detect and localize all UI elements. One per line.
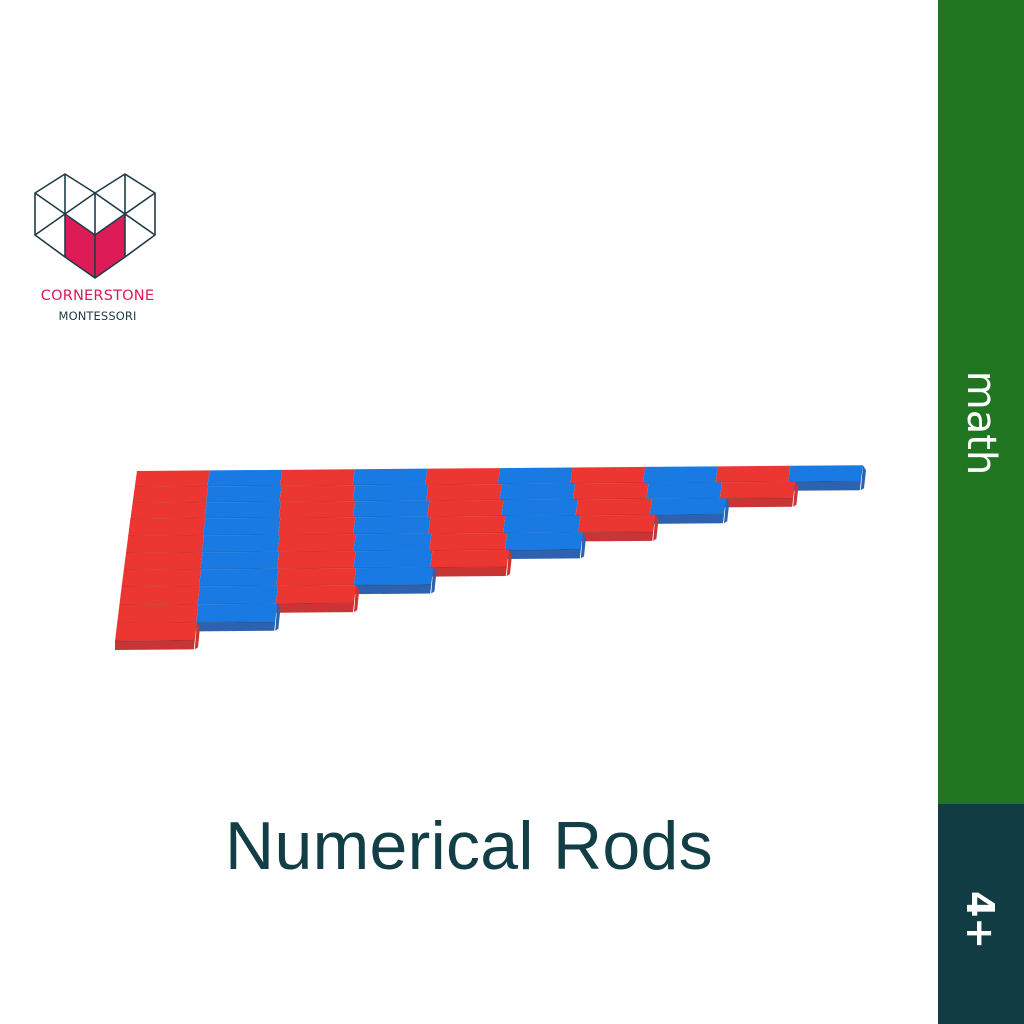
rod-end-cap (354, 585, 360, 613)
age-label: 4+ (958, 890, 1002, 950)
rod-front-face (719, 497, 794, 508)
rod-segment (353, 516, 431, 535)
rod-segment (276, 568, 356, 586)
rod-segment (277, 534, 356, 552)
rod-front-face (788, 481, 861, 491)
rod-segment (199, 568, 279, 587)
rod-front-face (275, 603, 354, 613)
brand-name: CORNERSTONE (40, 288, 155, 304)
rod-end-cap (194, 622, 200, 650)
rod-segment (430, 549, 509, 568)
rod-segment (128, 518, 206, 537)
hexagon-heart-book-icon (34, 173, 156, 279)
rod-segment (426, 484, 502, 501)
rod-segment (115, 622, 197, 642)
rod-segment (649, 498, 727, 515)
rod-segment (280, 469, 355, 486)
numerical-rods-illustration (114, 465, 866, 651)
rod-segment (715, 465, 791, 483)
rod-segment (788, 465, 863, 482)
rod-segment (203, 517, 281, 536)
rod-segment (130, 502, 207, 520)
rod-segment (646, 482, 722, 499)
rod-segment (119, 586, 200, 606)
rod-segment (570, 466, 646, 484)
rod-segment (353, 550, 433, 569)
rod-segment (573, 482, 649, 500)
rod-end-cap (506, 549, 512, 576)
rod-segment (279, 485, 355, 502)
rod-segment (429, 532, 508, 551)
rod-end-cap (275, 603, 281, 631)
rod-segment (201, 534, 280, 553)
rod-end-cap (653, 514, 659, 541)
age-panel (938, 804, 1024, 1024)
rod-segment (497, 467, 573, 485)
rod-segment (277, 551, 356, 569)
rod-segment (117, 604, 199, 624)
rod-segment (501, 499, 578, 517)
rod-segment (207, 469, 283, 487)
rod-front-face (649, 514, 724, 524)
rod-front-face (353, 584, 432, 595)
rod-segment (126, 535, 204, 554)
rod-front-face (578, 531, 654, 542)
rod-segment (353, 500, 430, 518)
rod-segment (278, 501, 356, 518)
rod-segment (352, 468, 428, 486)
brand-subtitle: MONTESSORI (58, 309, 137, 323)
rod-segment (499, 483, 576, 501)
rod-end-cap (580, 532, 586, 559)
rod-end-cap (793, 481, 799, 507)
rod-segment (719, 481, 796, 499)
rod-segment (123, 552, 203, 571)
brand-logo: CORNERSTONE MONTESSORI (30, 168, 165, 333)
rod-segment (427, 500, 504, 517)
rod-front-face (505, 549, 581, 559)
rod-segment (352, 484, 429, 502)
rod-end-cap (724, 498, 730, 524)
rod-segment (132, 486, 209, 504)
rod-segment (505, 532, 583, 550)
subject-label: math (958, 370, 1004, 476)
rod-segment (428, 516, 506, 534)
rod-segment (275, 585, 357, 604)
subject-panel (938, 0, 1024, 804)
rod-segment (121, 569, 202, 588)
rod-segment (503, 515, 581, 534)
rod-segment (197, 585, 278, 605)
rod-segment (200, 551, 280, 570)
rod-end-cap (431, 567, 437, 594)
rod-segment (425, 468, 500, 485)
rod-front-face (196, 621, 276, 632)
rod-front-face (430, 566, 507, 577)
rod-segment (196, 603, 278, 623)
rod-segment (643, 466, 718, 483)
material-title: Numerical Rods (225, 808, 713, 884)
rod-segment (134, 470, 210, 488)
rod-segment (206, 485, 282, 503)
rod-end-cap (860, 465, 866, 491)
rod-front-face (115, 640, 195, 651)
rod-segment (278, 517, 356, 535)
rod-segment (578, 514, 656, 533)
rod-segment (353, 533, 432, 552)
rod-segment (204, 501, 281, 519)
rod-segment (575, 498, 652, 516)
rod-segment (353, 567, 434, 586)
